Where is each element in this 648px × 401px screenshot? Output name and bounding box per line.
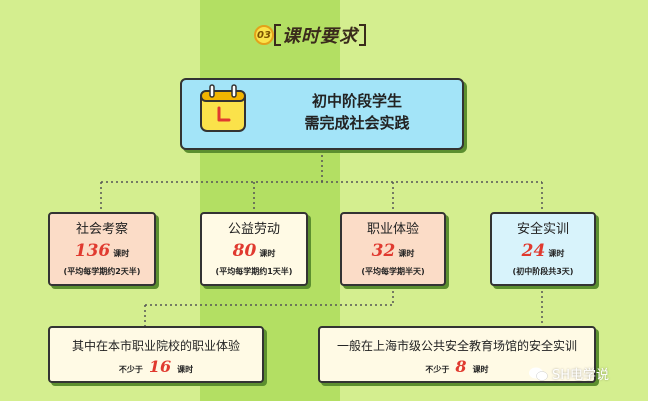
safety-detail-box: 一般在上海市级公共安全教育场馆的安全实训 不少于 8 课时 [318, 326, 596, 383]
detail-label: 不少于 [425, 365, 450, 374]
card-note: (平均每学期约2天半) [63, 267, 141, 276]
detail-hours: 不少于 16 课时 [50, 357, 262, 376]
detail-hours: 不少于 8 课时 [320, 357, 594, 376]
card-title: 安全实训 [516, 222, 569, 237]
watermark: SH电学说 [528, 364, 609, 383]
hours-value: 32 [371, 241, 396, 261]
main-line-1: 初中阶段学生 [311, 92, 402, 110]
career-detail-box: 其中在本市职业院校的职业体验 不少于 16 课时 [48, 326, 264, 383]
detail-unit: 课时 [177, 365, 194, 374]
detail-value: 16 [148, 357, 172, 376]
card-note: (平均每学期约1天半) [215, 267, 293, 276]
card-note: (初中阶段共3天) [512, 267, 574, 276]
watermark-text: SH电学说 [552, 368, 610, 383]
hours-value: 24 [521, 241, 546, 261]
detail-label: 不少于 [118, 365, 143, 374]
section-number-badge: 03 [254, 25, 274, 45]
section-title: 课时要求 [274, 22, 366, 48]
card-title: 社会考察 [75, 222, 128, 237]
hours-unit: 课时 [398, 249, 415, 258]
card-note: (平均每学期半天) [361, 267, 425, 276]
main-requirement-box: 初中阶段学生 需完成社会实践 [180, 78, 464, 150]
calendar-icon [200, 84, 246, 132]
card-title: 职业体验 [366, 222, 419, 237]
hours-value: 136 [74, 241, 111, 261]
detail-title: 其中在本市职业院校的职业体验 [71, 339, 240, 353]
chat-bubble-icon [529, 367, 548, 381]
detail-unit: 课时 [472, 365, 489, 374]
detail-value: 8 [455, 357, 467, 376]
main-line-2: 需完成社会实践 [304, 114, 410, 132]
hours-unit: 课时 [259, 249, 276, 258]
hours-unit: 课时 [113, 249, 130, 258]
detail-title: 一般在上海市级公共安全教育场馆的安全实训 [336, 339, 577, 353]
card-title: 公益劳动 [227, 222, 280, 237]
hours-unit: 课时 [548, 249, 565, 258]
section-header: 03 课时要求 [254, 22, 366, 48]
hours-value: 80 [232, 241, 257, 261]
